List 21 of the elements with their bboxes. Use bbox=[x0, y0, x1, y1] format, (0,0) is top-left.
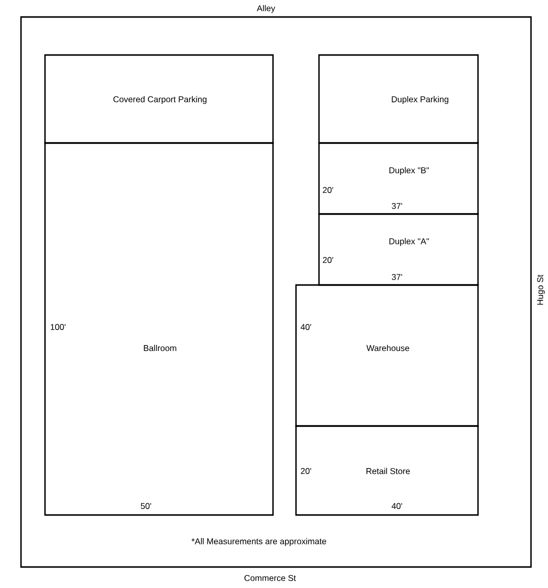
street-name: Hugo St bbox=[537, 274, 545, 305]
dimension-label: 40' bbox=[300, 324, 312, 330]
building-box: Duplex Parking bbox=[318, 54, 479, 144]
building-box: Covered Carport Parking bbox=[44, 54, 274, 144]
building-box: Ballroom 100' 50' bbox=[44, 142, 274, 516]
note: *All Measurements are approximate bbox=[192, 538, 326, 546]
building-box: Duplex "B" 20' 37' bbox=[318, 142, 479, 215]
dimension-label: 37' bbox=[392, 203, 402, 209]
dimension-label: 40' bbox=[392, 503, 402, 509]
dimension-label: 20' bbox=[322, 257, 334, 263]
building-box: Warehouse 40' bbox=[295, 284, 479, 427]
dimension-label: 37' bbox=[392, 274, 402, 280]
building-box: Duplex "A" 20' 37' bbox=[318, 213, 479, 286]
dimension-label: 50' bbox=[140, 503, 152, 509]
street-name: Commerce St bbox=[244, 575, 296, 581]
dimension-label: 20' bbox=[300, 468, 312, 474]
lot-boundary bbox=[20, 16, 532, 568]
building-box: 20' Retail Store 40' bbox=[295, 425, 479, 516]
street-name: Alley bbox=[256, 5, 276, 13]
dimension-label: 100' bbox=[50, 324, 66, 330]
dimension-label: 20' bbox=[322, 187, 334, 193]
